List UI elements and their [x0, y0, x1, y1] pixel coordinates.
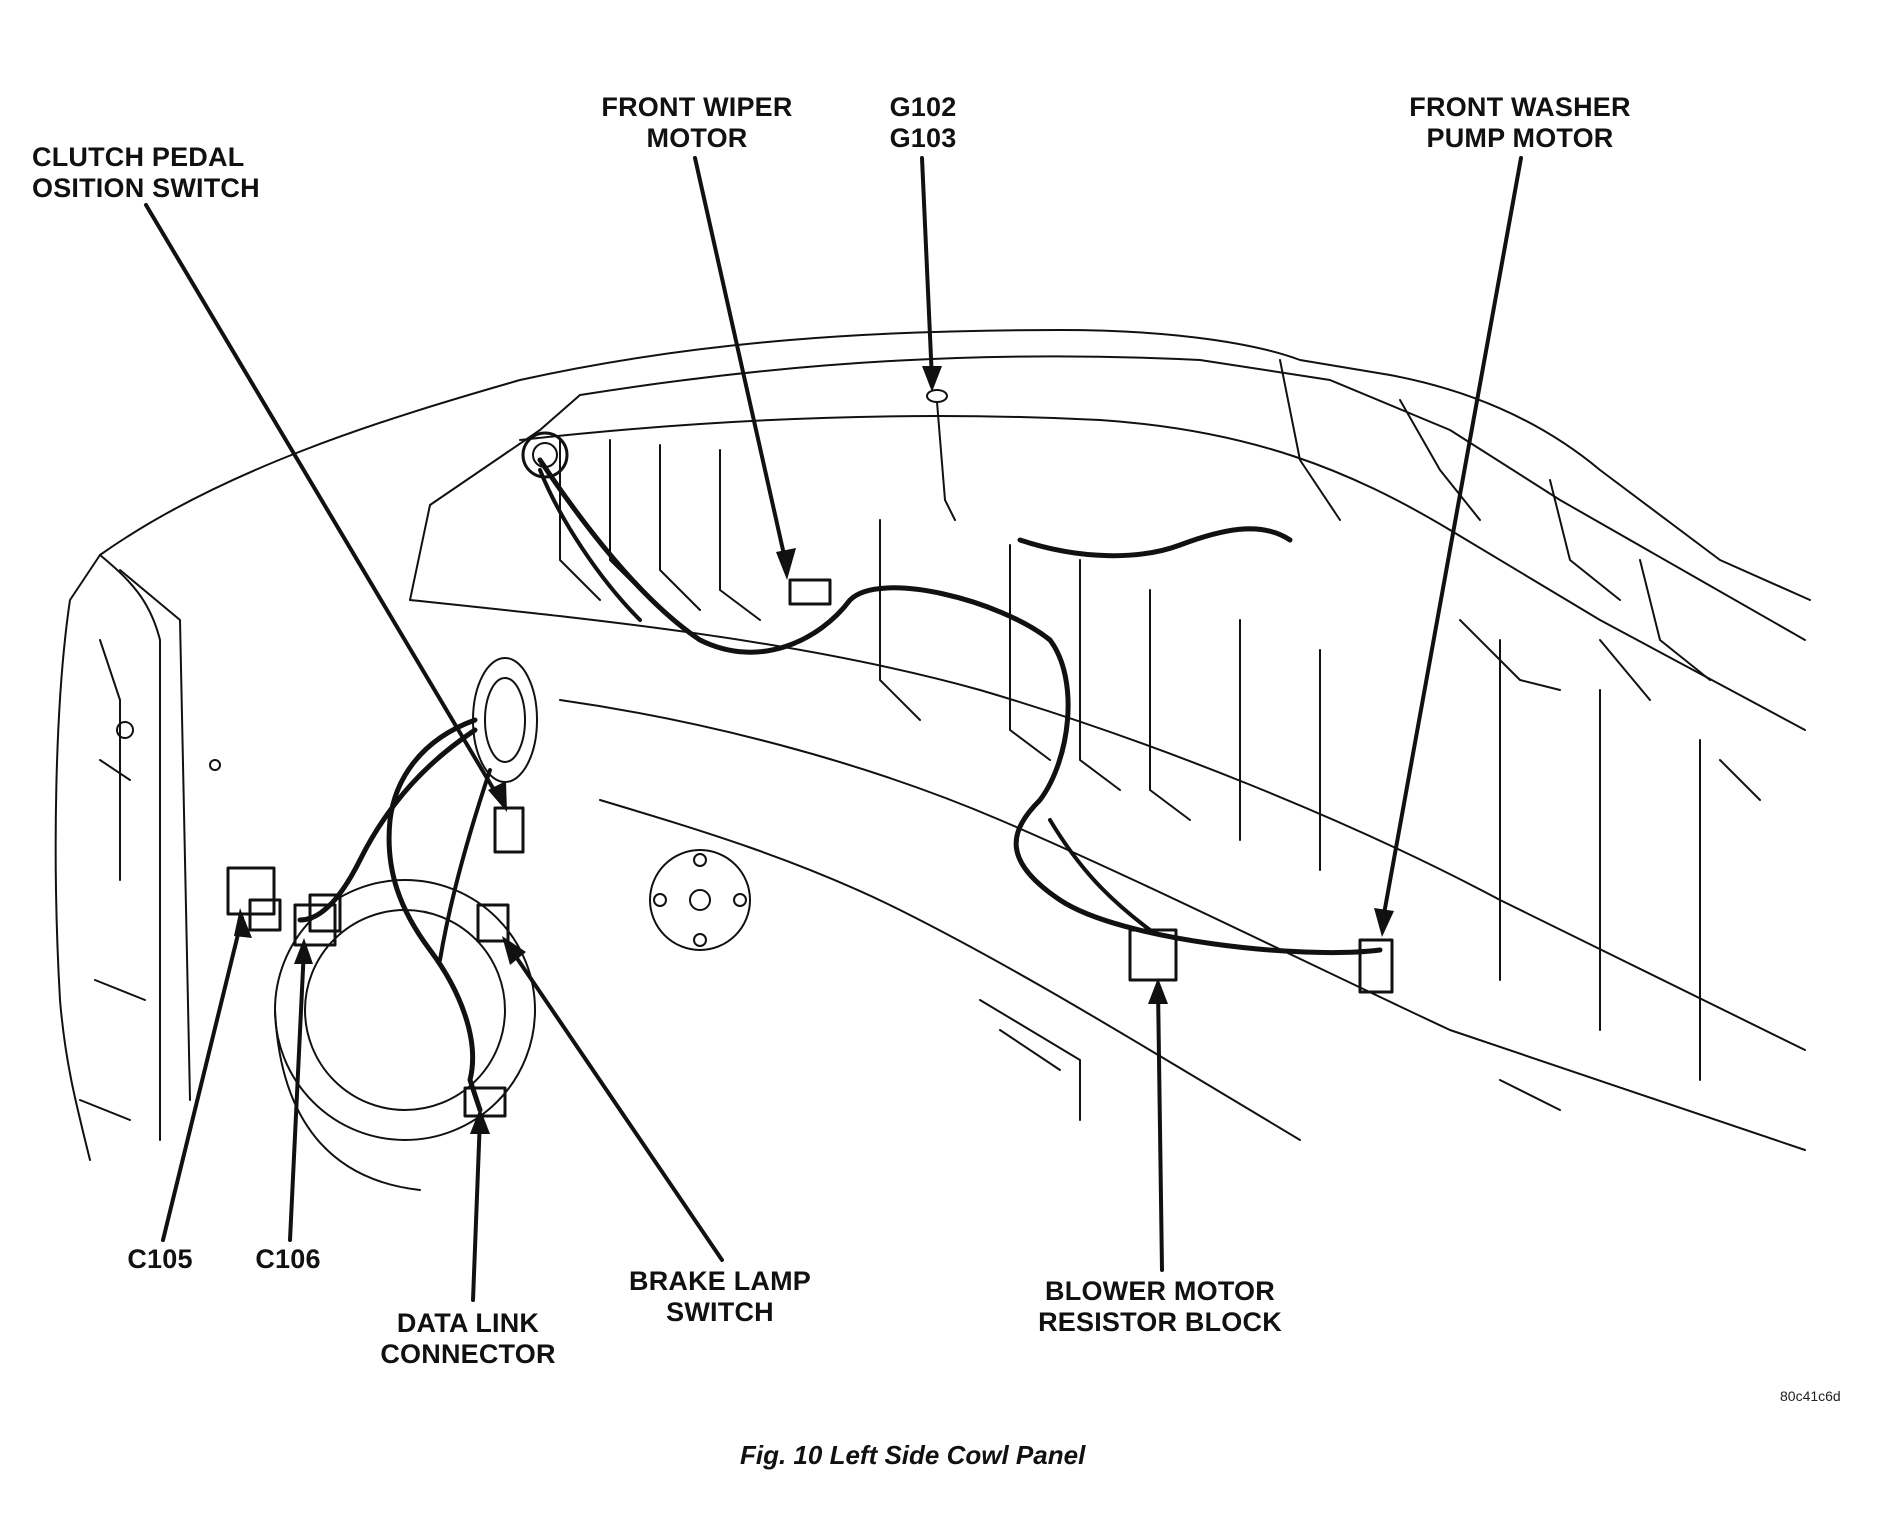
label-front-washer-pump-motor: FRONT WASHER PUMP MOTOR — [1409, 92, 1631, 153]
left-harness — [386, 717, 483, 1113]
panel-outline — [99, 329, 1811, 601]
wiper-motor-connector — [788, 578, 832, 606]
c106-connector — [293, 903, 337, 947]
brake-switch-connector — [476, 903, 510, 943]
clutch-switch-connector — [493, 806, 525, 854]
resistor-block — [1128, 928, 1178, 982]
leader-lines — [144, 156, 1523, 1302]
dlc-connector — [463, 1086, 507, 1118]
label-c106: C106 — [255, 1244, 321, 1274]
left-pillar — [54, 554, 101, 1161]
label-data-link-connector: DATA LINK CONNECTOR — [380, 1308, 556, 1369]
washer-pump-connector — [1358, 938, 1394, 994]
figure-code: 80c41c6d — [1780, 1388, 1841, 1404]
label-brake-lamp-switch: BRAKE LAMP SWITCH — [629, 1266, 811, 1327]
label-front-wiper-motor: FRONT WIPER MOTOR — [601, 92, 793, 153]
arrowheads — [234, 366, 1394, 1134]
ground-stud — [926, 389, 948, 403]
cowl-ribs — [559, 439, 1701, 1081]
label-ground: G102 G103 — [889, 92, 957, 153]
label-clutch-pedal-position-switch: CLUTCH PEDAL OSITION SWITCH — [32, 142, 260, 203]
grommet — [472, 657, 538, 783]
cowl-top — [579, 355, 1806, 641]
label-c105: C105 — [127, 1244, 193, 1274]
label-blower-motor-resistor-block: BLOWER MOTOR RESISTOR BLOCK — [1038, 1276, 1282, 1337]
figure-caption: Fig. 10 Left Side Cowl Panel — [740, 1440, 1086, 1470]
main-harness — [537, 457, 1383, 956]
